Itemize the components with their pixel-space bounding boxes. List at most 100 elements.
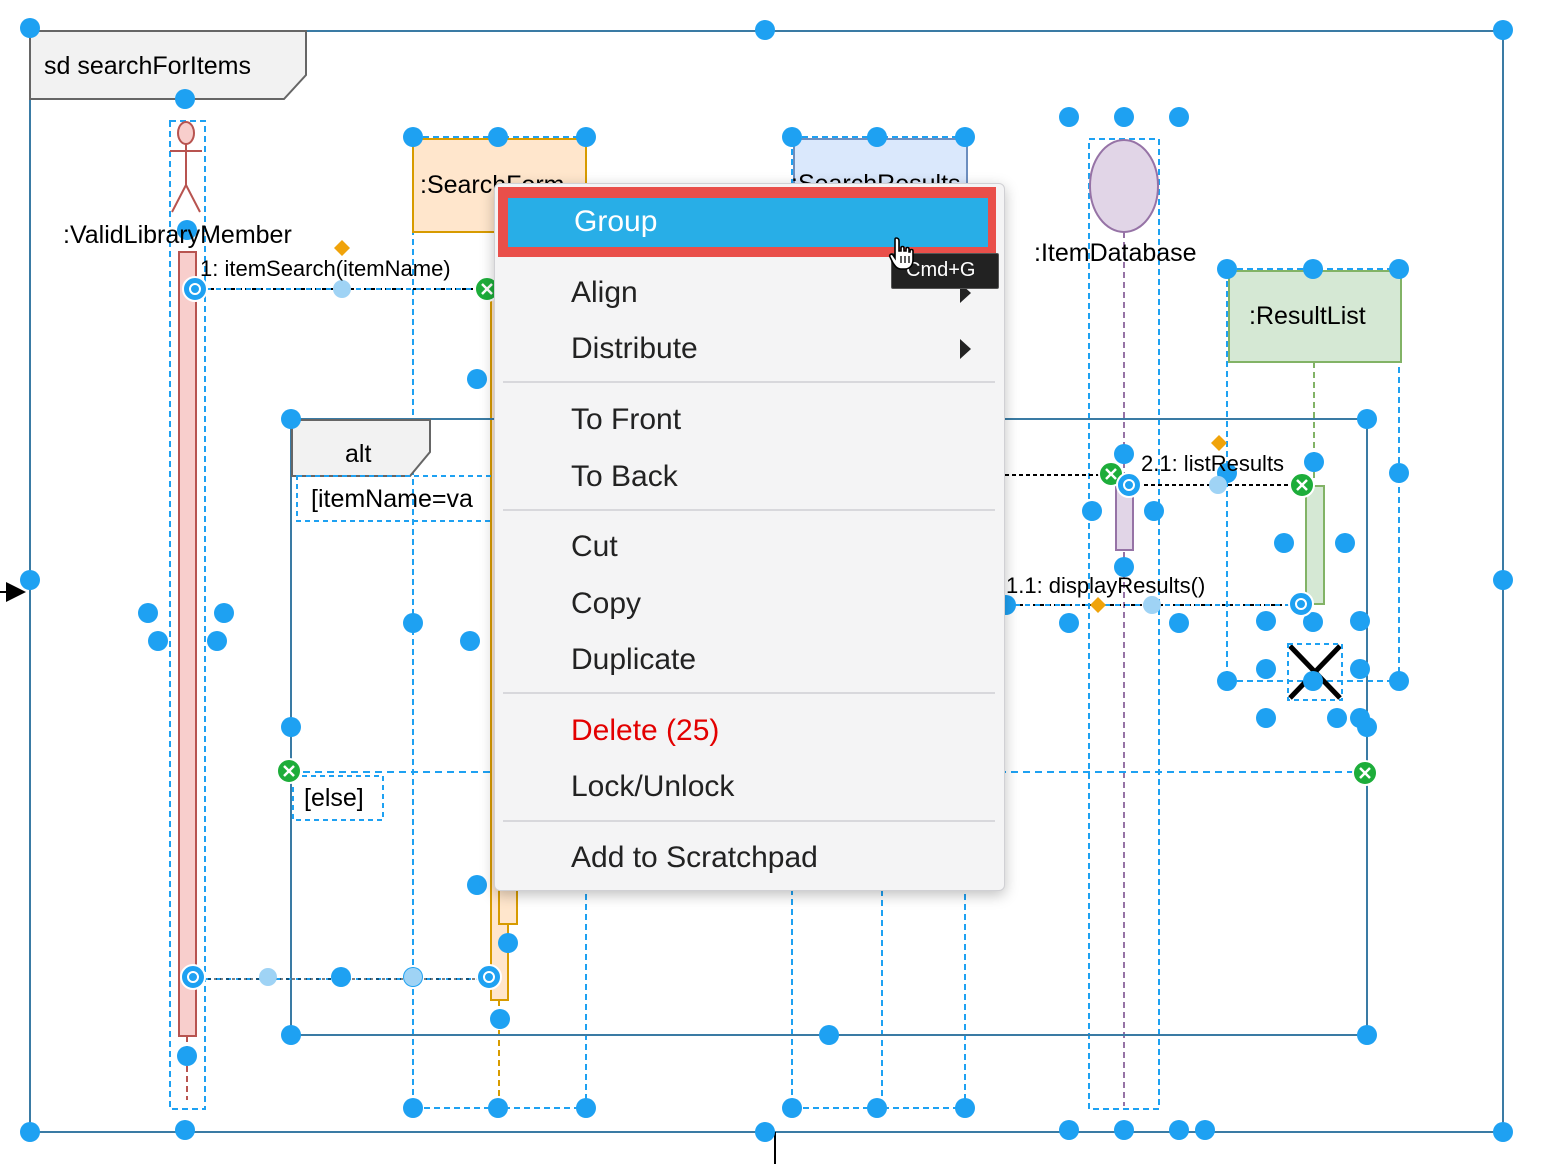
- resize-handle[interactable]: [20, 570, 40, 590]
- resize-handle[interactable]: [1303, 671, 1323, 691]
- resize-handle[interactable]: [1389, 259, 1409, 279]
- resize-handle[interactable]: [1169, 107, 1189, 127]
- anchor-ring-icon[interactable]: [1116, 472, 1142, 498]
- resize-handle[interactable]: [782, 127, 802, 147]
- resize-handle[interactable]: [1357, 1025, 1377, 1045]
- resize-handle[interactable]: [1389, 463, 1409, 483]
- resize-handle[interactable]: [177, 1046, 197, 1066]
- connection-handles[interactable]: [276, 276, 1378, 786]
- resize-handle[interactable]: [488, 1098, 508, 1118]
- menu-item-duplicate[interactable]: Duplicate: [495, 633, 1004, 687]
- actor-label[interactable]: :ValidLibraryMember: [63, 221, 292, 249]
- resize-handle[interactable]: [1169, 1120, 1189, 1140]
- item-database-label[interactable]: :ItemDatabase: [1034, 239, 1197, 267]
- resize-handle[interactable]: [281, 717, 301, 737]
- resize-handle[interactable]: [576, 1098, 596, 1118]
- resize-handle[interactable]: [1335, 533, 1355, 553]
- resize-handle[interactable]: [331, 967, 351, 987]
- result-list-activation[interactable]: [1305, 485, 1325, 605]
- connection-x-icon[interactable]: [276, 758, 302, 784]
- waypoint-handle[interactable]: [1143, 596, 1161, 614]
- resize-handle[interactable]: [1327, 708, 1347, 728]
- anchor-ring-icon[interactable]: [180, 964, 206, 990]
- resize-handle[interactable]: [755, 1122, 775, 1142]
- waypoint-markers[interactable]: [334, 240, 1227, 613]
- result-list-label[interactable]: :ResultList: [1249, 302, 1366, 330]
- context-menu[interactable]: Group Align Distribute To Front To Back …: [494, 183, 1005, 891]
- resize-handle[interactable]: [1144, 501, 1164, 521]
- menu-item-to-front[interactable]: To Front: [495, 393, 1004, 447]
- resize-handle[interactable]: [1082, 501, 1102, 521]
- message-21-label[interactable]: 2.1: listResults: [1141, 451, 1285, 476]
- alt-guard-1[interactable]: [itemName=va: [311, 485, 473, 513]
- menu-item-align[interactable]: Align: [495, 266, 1004, 320]
- resize-handle[interactable]: [1274, 533, 1294, 553]
- resize-handle[interactable]: [1303, 612, 1323, 632]
- resize-handle[interactable]: [1256, 611, 1276, 631]
- resize-handle[interactable]: [148, 631, 168, 651]
- resize-handle[interactable]: [1350, 659, 1370, 679]
- resize-handle[interactable]: [1389, 671, 1409, 691]
- resize-handle[interactable]: [1304, 452, 1324, 472]
- actor-icon[interactable]: [170, 121, 202, 213]
- resize-handle[interactable]: [576, 127, 596, 147]
- resize-handle[interactable]: [175, 1120, 195, 1140]
- menu-item-cut[interactable]: Cut: [495, 520, 1004, 574]
- resize-handle[interactable]: [281, 409, 301, 429]
- resize-handle[interactable]: [1357, 717, 1377, 737]
- resize-handle[interactable]: [281, 1025, 301, 1045]
- resize-handle[interactable]: [1114, 107, 1134, 127]
- resize-handle[interactable]: [1493, 1122, 1513, 1142]
- resize-handle[interactable]: [1059, 107, 1079, 127]
- resize-handle[interactable]: [867, 1098, 887, 1118]
- resize-handle[interactable]: [177, 220, 197, 240]
- resize-handle[interactable]: [20, 18, 40, 38]
- menu-item-add-to-scratchpad[interactable]: Add to Scratchpad: [495, 831, 1004, 885]
- resize-handle[interactable]: [955, 1098, 975, 1118]
- resize-handle[interactable]: [955, 127, 975, 147]
- anchor-handles[interactable]: [180, 276, 1314, 990]
- resize-handle[interactable]: [1114, 557, 1134, 577]
- resize-handle[interactable]: [490, 1009, 510, 1029]
- item-database-shape[interactable]: [1089, 139, 1159, 233]
- resize-handle[interactable]: [819, 1025, 839, 1045]
- resize-handle[interactable]: [1357, 409, 1377, 429]
- resize-handle[interactable]: [403, 127, 423, 147]
- menu-item-copy[interactable]: Copy: [495, 577, 1004, 631]
- resize-handle[interactable]: [403, 613, 423, 633]
- resize-handle[interactable]: [175, 89, 195, 109]
- resize-handle[interactable]: [1303, 259, 1323, 279]
- menu-item-to-back[interactable]: To Back: [495, 450, 1004, 504]
- resize-handle[interactable]: [1195, 1120, 1215, 1140]
- resize-handle[interactable]: [1217, 671, 1237, 691]
- resize-handle[interactable]: [1493, 570, 1513, 590]
- waypoint-handle[interactable]: [404, 968, 422, 986]
- message-1-label[interactable]: 1: itemSearch(itemName): [200, 256, 451, 281]
- resize-handle[interactable]: [138, 603, 158, 623]
- resize-handle[interactable]: [214, 603, 234, 623]
- resize-handle[interactable]: [207, 631, 227, 651]
- resize-handle[interactable]: [1059, 613, 1079, 633]
- resize-handle[interactable]: [1114, 444, 1134, 464]
- waypoint-handle[interactable]: [1209, 476, 1227, 494]
- menu-item-delete[interactable]: Delete (25): [495, 704, 1004, 758]
- menu-item-lock-unlock[interactable]: Lock/Unlock: [495, 760, 1004, 814]
- actor-lifeline-selection[interactable]: [169, 120, 206, 1110]
- resize-handle[interactable]: [1217, 259, 1237, 279]
- resize-handle[interactable]: [1169, 613, 1189, 633]
- resize-handle[interactable]: [460, 631, 480, 651]
- resize-handle[interactable]: [467, 875, 487, 895]
- message-11-label[interactable]: 1.1: displayResults(): [1006, 573, 1206, 598]
- resize-handle[interactable]: [782, 1098, 802, 1118]
- menu-item-group[interactable]: Group: [508, 198, 988, 247]
- menu-item-distribute[interactable]: Distribute: [495, 322, 1004, 376]
- waypoint-handle[interactable]: [259, 968, 277, 986]
- light-handles[interactable]: [259, 280, 1227, 986]
- resize-handle[interactable]: [1256, 708, 1276, 728]
- selection-handles[interactable]: [20, 18, 1513, 1142]
- anchor-ring-icon[interactable]: [1288, 591, 1314, 617]
- resize-handle[interactable]: [755, 20, 775, 40]
- resize-handle[interactable]: [1350, 611, 1370, 631]
- resize-handle[interactable]: [20, 1122, 40, 1142]
